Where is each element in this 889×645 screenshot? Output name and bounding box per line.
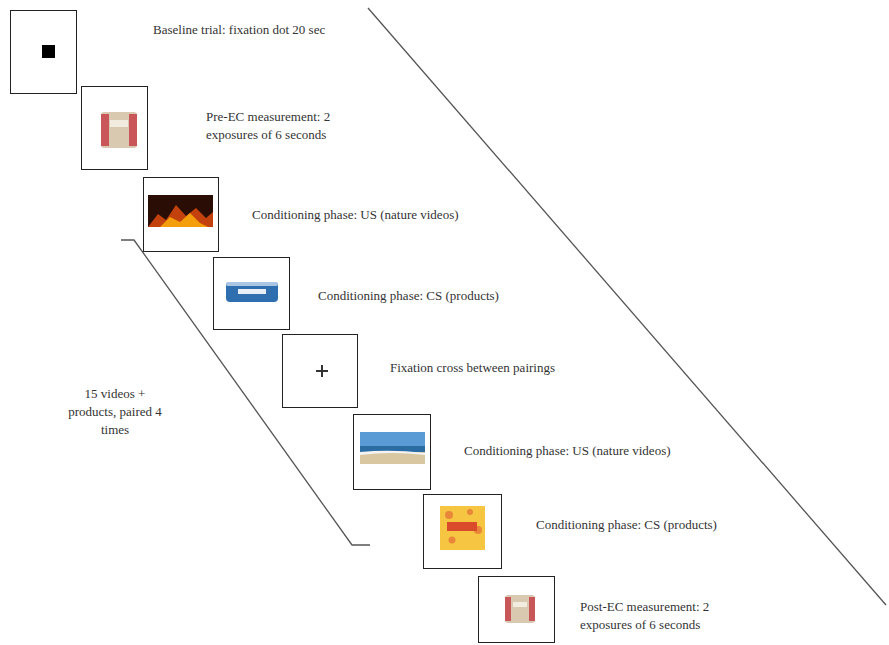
- screen-frame: [214, 258, 290, 330]
- step-label: Conditioning phase: CS (products): [536, 516, 717, 534]
- bracket-label: 15 videos + products, paired 4 times: [62, 385, 168, 439]
- screen-frame: [479, 577, 555, 643]
- screen-frame: [283, 335, 358, 408]
- step-label: Conditioning phase: CS (products): [318, 287, 499, 305]
- diagonal-line: [368, 8, 886, 605]
- step-label: Post-EC measurement: 2 exposures of 6 se…: [580, 598, 730, 634]
- step-label: Fixation cross between pairings: [390, 359, 555, 377]
- repeat-bracket: [121, 240, 370, 545]
- screen-frame: [354, 415, 431, 490]
- screen-frame: [144, 178, 219, 252]
- step-label: Baseline trial: fixation dot 20 sec: [153, 21, 325, 39]
- screen-frame: [11, 11, 77, 94]
- step-label: Conditioning phase: US (nature videos): [464, 442, 671, 460]
- screen-frame: [82, 87, 148, 170]
- step-label: Pre-EC measurement: 2 exposures of 6 sec…: [206, 108, 356, 144]
- screen-frame: [424, 495, 502, 569]
- step-label: Conditioning phase: US (nature videos): [252, 206, 459, 224]
